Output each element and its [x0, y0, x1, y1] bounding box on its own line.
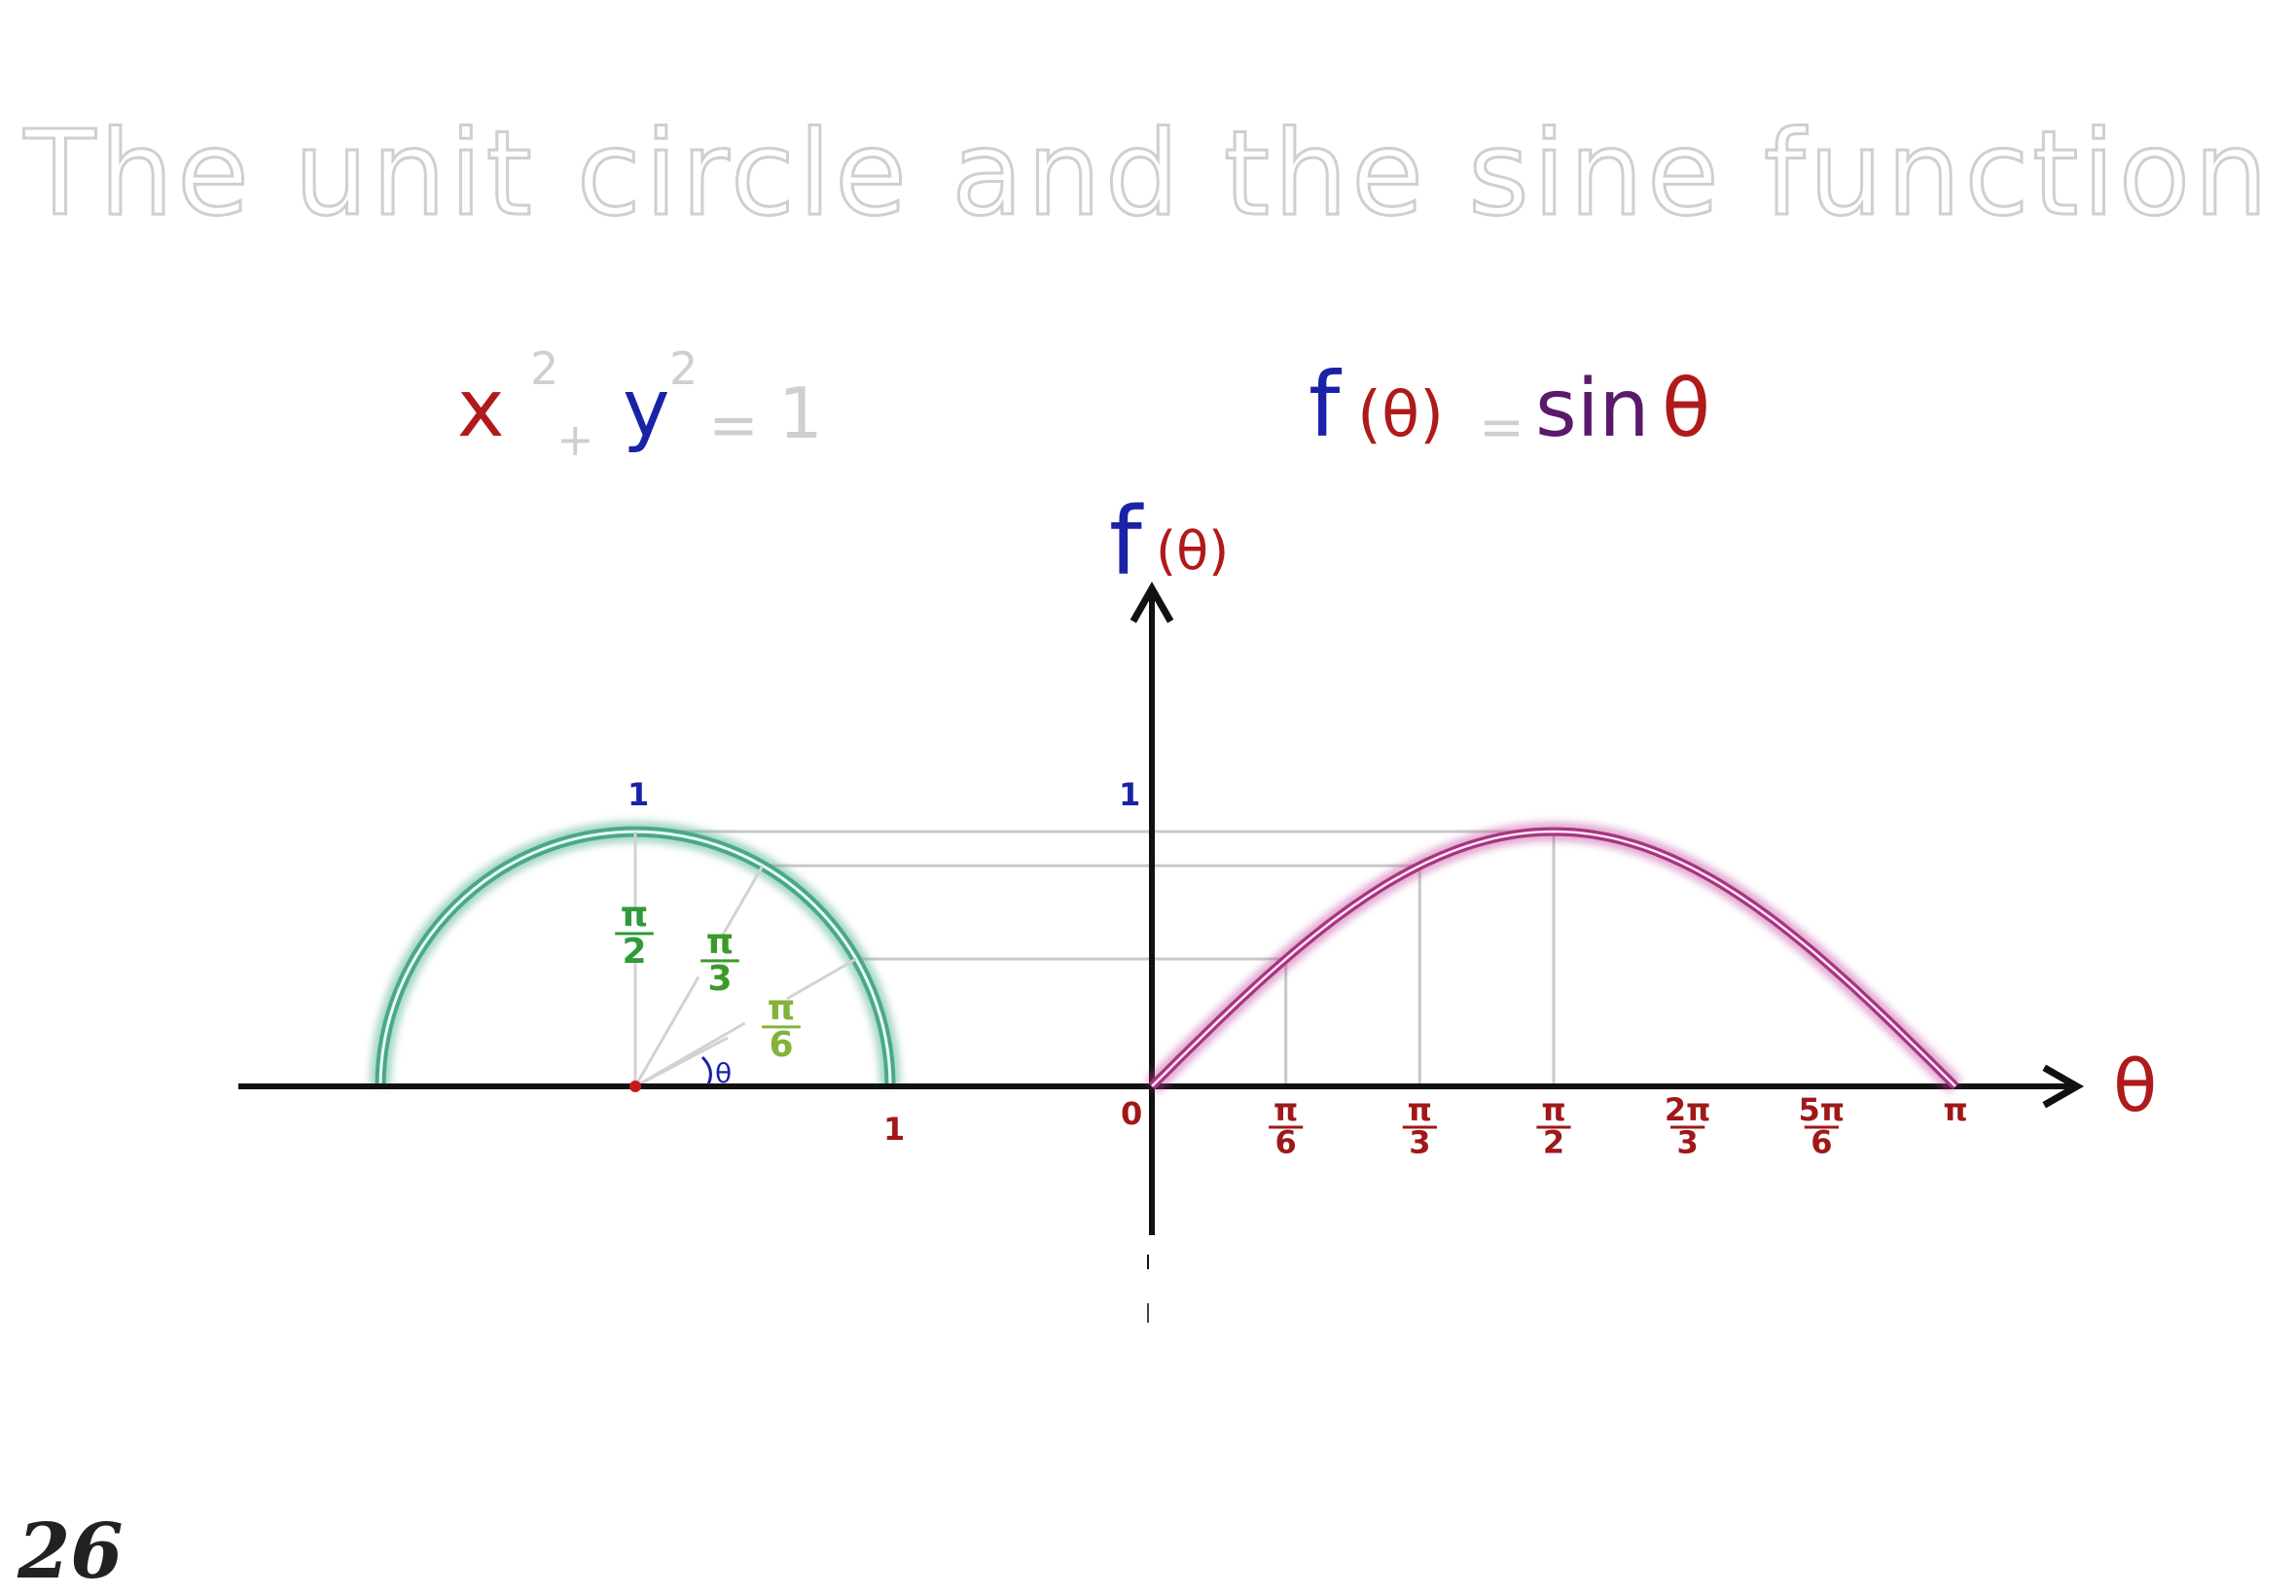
- eq-y: y: [623, 363, 670, 455]
- x-axis-label: θ: [2113, 1045, 2157, 1128]
- eq-plus: +: [556, 413, 594, 466]
- fraction-numerator: 2π: [1665, 1091, 1711, 1128]
- page-number: 26: [18, 1507, 124, 1596]
- fraction-denominator: 6: [769, 1025, 793, 1065]
- circle-angle-label: π6: [762, 988, 801, 1065]
- x-tick-label: π6: [1269, 1091, 1303, 1161]
- radius-line: [635, 959, 856, 1086]
- fraction-numerator: π: [1274, 1091, 1298, 1128]
- origin-label: 0: [1121, 1095, 1142, 1132]
- fraction-denominator: 3: [1677, 1124, 1699, 1161]
- eq-f-arg: (θ): [1357, 379, 1444, 451]
- fraction-denominator: 3: [707, 959, 732, 999]
- fraction-numerator: π: [1541, 1091, 1565, 1128]
- fraction-denominator: 2: [622, 932, 646, 972]
- eq-x-exponent: 2: [530, 342, 558, 395]
- y-axis-label-arg: (θ): [1156, 520, 1229, 582]
- circle-center-dot: [629, 1081, 641, 1092]
- angle-radii: [635, 832, 856, 1086]
- circle-top-label: 1: [628, 776, 649, 813]
- eq-theta: θ: [1662, 363, 1710, 455]
- theta-angle-arc: [702, 1057, 710, 1084]
- fraction-denominator: 3: [1409, 1124, 1430, 1161]
- eq-one: 1: [778, 372, 823, 454]
- x-tick-label: π2: [1536, 1091, 1570, 1161]
- fraction-numerator: π: [768, 988, 795, 1028]
- circle-angle-label: π2: [615, 895, 654, 972]
- circle-right-label: 1: [883, 1111, 905, 1148]
- eq-equals: =: [708, 389, 759, 460]
- fraction-numerator: π: [621, 895, 648, 935]
- fraction-numerator: π: [1943, 1091, 1967, 1128]
- eq-y-exponent: 2: [669, 342, 698, 395]
- x-tick-label: 2π3: [1665, 1091, 1711, 1161]
- x-tick-label: 5π6: [1799, 1091, 1846, 1161]
- circle-equation: x 2 + y 2 = 1: [457, 342, 823, 466]
- sine-equation: f (θ) = sin θ: [1309, 353, 1710, 459]
- y-axis-label-f: f: [1109, 487, 1144, 596]
- fraction-denominator: 6: [1275, 1124, 1297, 1161]
- fraction-denominator: 6: [1811, 1124, 1832, 1161]
- fraction-numerator: π: [1408, 1091, 1432, 1128]
- theta-angle-label: θ: [715, 1057, 732, 1089]
- eq-f: f: [1309, 353, 1343, 457]
- eq-x: x: [457, 363, 505, 455]
- x-tick-label: π: [1943, 1091, 1967, 1128]
- circle-angle-label: π3: [700, 922, 739, 999]
- x-tick-label: π3: [1403, 1091, 1437, 1161]
- fraction-denominator: 2: [1543, 1124, 1564, 1161]
- eq-sin: sin: [1535, 363, 1649, 455]
- eq-sine-equals: =: [1479, 396, 1525, 459]
- y-tick-label: 1: [1119, 776, 1140, 813]
- fraction-numerator: 5π: [1799, 1091, 1846, 1128]
- fraction-numerator: π: [706, 922, 734, 962]
